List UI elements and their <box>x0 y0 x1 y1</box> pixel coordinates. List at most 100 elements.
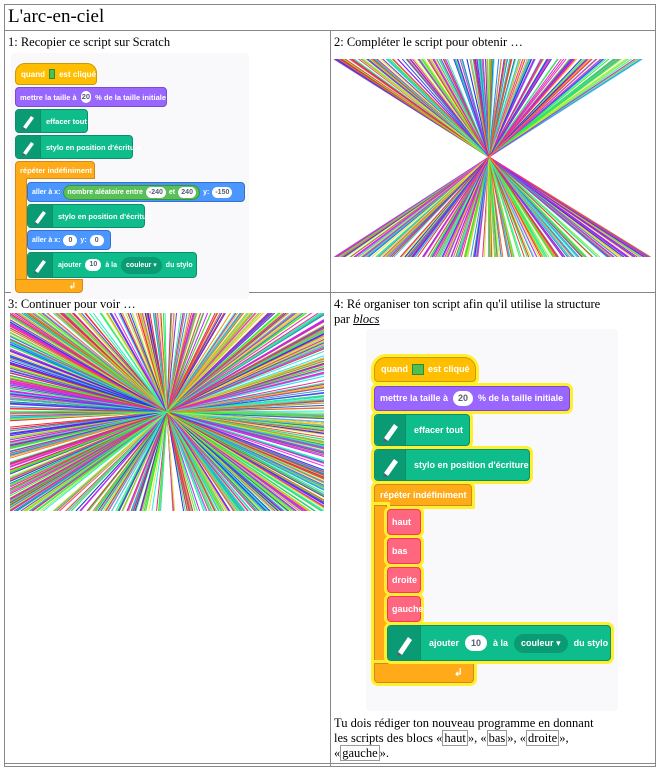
rainbow-stroke <box>488 156 627 257</box>
rainbow-stroke <box>488 156 558 257</box>
rainbow-stroke <box>488 59 592 158</box>
pen-extension-icon <box>375 450 406 480</box>
rainbow-stroke <box>166 321 324 413</box>
pen-down-block[interactable]: stylo en position d'écriture <box>374 449 530 481</box>
rainbow-stroke <box>166 313 212 413</box>
random-operator[interactable]: nombre aléatoire entre -240 et 240 <box>63 184 201 200</box>
rainbow-stroke <box>80 411 168 511</box>
clear-block[interactable]: effacer tout <box>15 109 88 133</box>
pen-down-label: stylo en position d'écriture <box>414 459 529 470</box>
rainbow-stroke <box>10 411 168 435</box>
rainbow-stroke <box>166 411 324 480</box>
custom-block-bas[interactable]: bas <box>387 538 421 564</box>
y-value-input[interactable]: 0 <box>89 234 104 246</box>
custom-block-haut[interactable]: haut <box>387 509 421 535</box>
step-4-caption-line1: 4: Ré organiser ton script afin qu'il ut… <box>334 297 601 311</box>
when-flag-clicked-block[interactable]: quand est cliqué <box>15 63 97 85</box>
add-value-input[interactable]: 10 <box>85 259 102 271</box>
color-param-dropdown[interactable]: couleur ▾ <box>514 633 568 653</box>
rainbow-stroke <box>166 382 324 413</box>
rainbow-stroke <box>488 59 517 158</box>
size-suffix-label: % de la taille initiale <box>95 92 166 102</box>
rainbow-stroke <box>166 313 280 413</box>
rainbow-stroke <box>488 156 504 257</box>
rainbow-stroke <box>451 156 490 257</box>
green-flag-icon <box>49 69 56 79</box>
rainbow-stroke <box>363 156 490 257</box>
rainbow-stroke <box>86 411 168 511</box>
rainbow-stroke <box>52 411 168 511</box>
goto-origin-block[interactable]: aller à x: 0 y: 0 <box>27 230 111 250</box>
rainbow-stroke <box>57 411 168 511</box>
rainbow-stroke <box>421 59 490 158</box>
rainbow-stroke <box>426 59 490 158</box>
rainbow-stroke <box>118 313 168 413</box>
rainbow-stroke <box>459 156 490 257</box>
pen-down-block-2[interactable]: stylo en position d'écriture <box>27 204 154 228</box>
set-size-label: mettre la taille à <box>20 92 77 102</box>
cell-step-1: 1: Recopier ce script sur Scratch quand … <box>5 31 330 299</box>
text: », <box>559 731 569 745</box>
rainbow-stroke <box>166 411 316 511</box>
rainbow-stroke <box>10 411 168 501</box>
color-param-dropdown[interactable]: couleur ▾ <box>121 256 162 274</box>
add-value-input[interactable]: 10 <box>465 635 488 651</box>
custom-block-label: haut <box>392 516 411 527</box>
random-min-input[interactable]: -240 <box>145 186 166 198</box>
rainbow-stroke <box>488 59 532 158</box>
rainbow-stroke <box>11 313 168 413</box>
size-value-input[interactable]: 20 <box>453 391 474 406</box>
rainbow-stroke <box>488 156 593 257</box>
scratch-script-1: quand est cliqué mettre la taille à 20 %… <box>11 53 249 299</box>
size-value-input[interactable]: 20 <box>80 91 92 103</box>
rainbow-stroke <box>488 59 622 158</box>
custom-block-droite[interactable]: droite <box>387 567 421 593</box>
goto-xy-random-block[interactable]: aller à x: nombre aléatoire entre -240 e… <box>27 182 245 202</box>
y-value-input[interactable]: -150 <box>212 186 233 198</box>
rainbow-stroke <box>488 59 558 158</box>
set-size-block[interactable]: mettre la taille à 20 % de la taille ini… <box>15 87 167 107</box>
rainbow-stroke <box>36 411 168 511</box>
rainbow-hourglass-image <box>334 59 651 257</box>
rainbow-stroke <box>10 411 168 465</box>
rainbow-stroke <box>413 59 490 158</box>
block-name-haut: haut <box>442 730 468 746</box>
forever-block[interactable]: répéter indéfiniment <box>374 484 472 506</box>
rainbow-stroke <box>68 313 168 413</box>
rainbow-stroke <box>10 329 168 413</box>
change-pen-color-block[interactable]: ajouter 10 à la couleur ▾ du stylo <box>387 625 611 661</box>
custom-block-gauche[interactable]: gauche <box>387 596 424 622</box>
clear-block[interactable]: effacer tout <box>374 414 470 446</box>
rainbow-stroke <box>166 313 285 413</box>
random-max-input[interactable]: 240 <box>178 186 197 198</box>
change-pen-color-block[interactable]: ajouter 10 à la couleur ▾ du stylo <box>27 252 197 278</box>
rainbow-stroke <box>166 411 324 496</box>
forever-arm <box>374 505 387 663</box>
size-suffix-label: % de la taille initiale <box>478 393 564 403</box>
when-flag-clicked-block[interactable]: quand est cliqué <box>374 357 476 382</box>
pen-down-block[interactable]: stylo en position d'écriture <box>15 135 142 159</box>
rainbow-stroke <box>166 313 226 413</box>
set-size-block[interactable]: mettre la taille à 20 % de la taille ini… <box>374 386 570 411</box>
rainbow-stroke <box>46 313 168 413</box>
rainbow-stroke <box>166 313 313 413</box>
rainbow-stroke <box>166 411 185 511</box>
row-divider <box>5 292 655 293</box>
color-param-value: couleur <box>521 637 554 648</box>
cell-step-4: 4: Ré organiser ton script afin qu'il ut… <box>331 293 655 763</box>
chevron-down-icon: ▾ <box>153 261 157 269</box>
rainbow-stroke <box>10 411 168 449</box>
pen-extension-icon <box>375 415 406 445</box>
rainbow-stroke <box>109 313 168 413</box>
forever-block[interactable]: répéter indéfiniment <box>15 161 95 179</box>
blocs-link[interactable]: blocs <box>353 312 380 326</box>
step-4-caption: 4: Ré organiser ton script afin qu'il ut… <box>334 297 600 312</box>
rainbow-stroke <box>166 313 232 413</box>
rainbow-stroke <box>10 321 168 413</box>
rainbow-stroke <box>166 372 324 413</box>
rainbow-stroke <box>488 59 529 158</box>
x-value-input[interactable]: 0 <box>63 234 78 246</box>
rainbow-stroke <box>10 411 168 453</box>
text: », « <box>507 731 527 745</box>
rainbow-stroke <box>166 411 239 511</box>
